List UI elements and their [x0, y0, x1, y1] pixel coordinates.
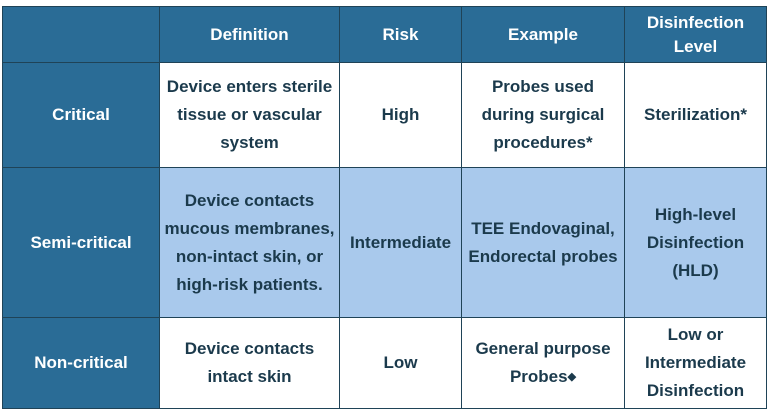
- header-risk: Risk: [339, 6, 462, 63]
- level-cell: Low or Intermediate Disinfection: [624, 317, 767, 409]
- example-cell: Probes used during surgical procedures*: [461, 62, 625, 168]
- level-cell: High-level Disinfection (HLD): [624, 167, 767, 318]
- header-example: Example: [461, 6, 625, 63]
- level-cell: Sterilization*: [624, 62, 767, 168]
- table-row-non-critical: Non-critical Device contacts intact skin…: [2, 317, 767, 409]
- device-classification-table: Definition Risk Example Disinfection Lev…: [2, 6, 767, 409]
- header-definition: Definition: [159, 6, 340, 63]
- header-row: Definition Risk Example Disinfection Lev…: [2, 6, 767, 63]
- example-cell: TEE Endovaginal, Endorectal probes: [461, 167, 625, 318]
- corner-cell: [2, 6, 160, 63]
- diamond-icon: ◆: [567, 371, 577, 383]
- table-row-critical: Critical Device enters sterile tissue or…: [2, 62, 767, 168]
- example-text: General purpose Probes: [475, 339, 611, 386]
- risk-cell: Low: [339, 317, 462, 409]
- definition-cell: Device contacts intact skin: [159, 317, 340, 409]
- table-row-semi-critical: Semi-critical Device contacts mucous mem…: [2, 167, 767, 318]
- risk-cell: High: [339, 62, 462, 168]
- risk-cell: Intermediate: [339, 167, 462, 318]
- definition-cell: Device enters sterile tissue or vascular…: [159, 62, 340, 168]
- header-disinfection-level: Disinfection Level: [624, 6, 767, 63]
- row-label-critical: Critical: [2, 62, 160, 168]
- definition-cell: Device contacts mucous membranes, non-in…: [159, 167, 340, 318]
- row-label-non-critical: Non-critical: [2, 317, 160, 409]
- example-cell: General purpose Probes◆: [461, 317, 625, 409]
- row-label-semi-critical: Semi-critical: [2, 167, 160, 318]
